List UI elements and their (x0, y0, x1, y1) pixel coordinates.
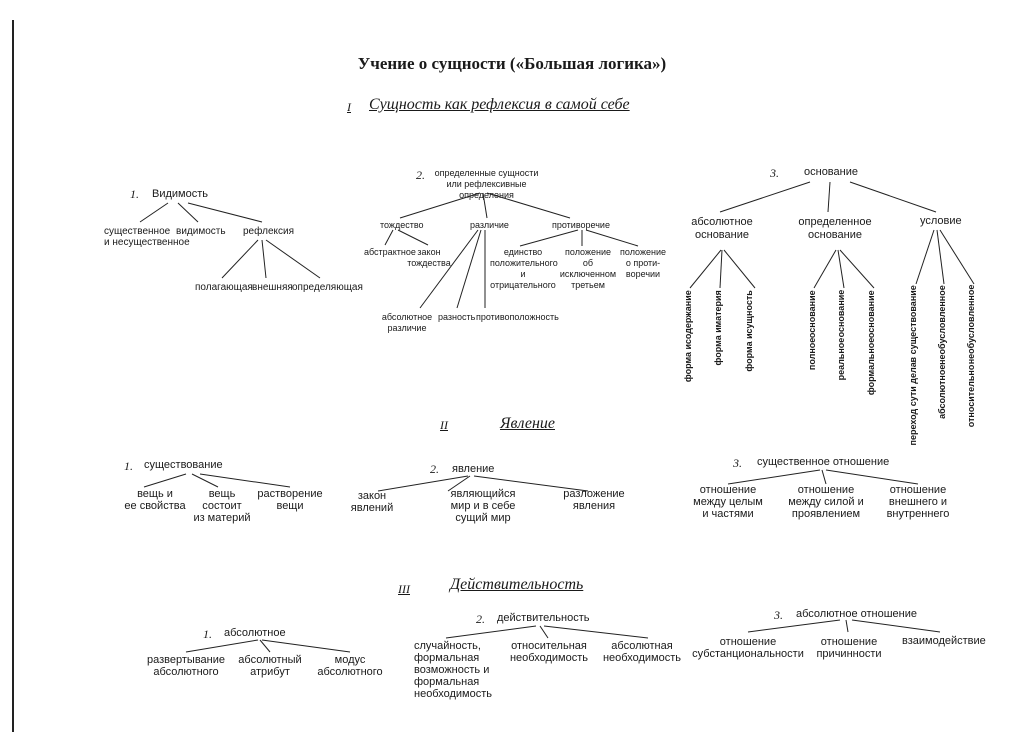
t1-grand-1: полагающая (195, 282, 253, 293)
t6-child-3: отношение внешнего и внутреннего (886, 484, 950, 520)
t4-child-3: растворение вещи (257, 488, 323, 512)
t8-child-2: относительная необходимость (509, 640, 588, 664)
t9-child-1: отношение субстанциональности (692, 636, 804, 660)
page-title: Учение о сущности («Большая логика») (357, 54, 667, 73)
t9-number: 3. (774, 608, 783, 622)
t4-child-2: вещь состоит из материй (193, 488, 251, 524)
t4-child-1: вещь и ее свойства (124, 488, 186, 512)
t4-number: 1. (124, 459, 133, 473)
t3-number: 3. (770, 166, 779, 180)
t2-tozh-2: закон тождества (407, 247, 451, 268)
t9-child-2: отношение причинности (816, 636, 882, 660)
t2-child-2: различие (470, 220, 509, 230)
t3-child-1: абсолютное основание (691, 216, 753, 241)
t7-child-2: абсолютный атрибут (238, 654, 302, 678)
t8-root: действительность (497, 612, 590, 624)
t5-number: 2. (430, 462, 439, 476)
t1-grand-2: внешняя (252, 282, 293, 293)
t5-child-2: являющийся мир и в себе сущий мир (450, 488, 516, 524)
t1-child-1: существенное и несущественное (104, 226, 190, 248)
t6-number: 3. (733, 456, 742, 470)
t1-child-3: рефлексия (243, 226, 295, 237)
t8-child-3: абсолютная необходимость (602, 640, 681, 664)
t9-child-3: взаимодействие (902, 635, 986, 647)
t5-child-3: разложение явления (563, 488, 625, 512)
section-1-title: Сущность как рефлексия в самой себе (369, 96, 630, 113)
t1-grand-3: определяющая (292, 282, 363, 293)
section-3-number: III (398, 582, 410, 596)
t2-razl-3: противоположность (476, 312, 559, 322)
t9-root: абсолютное отношение (796, 608, 918, 620)
t7-child-3: модус абсолютного (317, 654, 383, 678)
t6-child-2: отношение между силой и проявлением (788, 484, 864, 520)
t2-razl-1: абсолютное различие (381, 312, 433, 333)
t8-number: 2. (476, 612, 485, 626)
t2-child-1: тождество (380, 220, 424, 230)
t2-protiv-1: единство положительного и отрицательного (490, 247, 558, 290)
t2-number: 2. (416, 168, 425, 182)
t2-root: определенные сущности или рефлексивные о… (434, 168, 539, 200)
t7-child-1: развертывание абсолютного (147, 654, 225, 678)
t1-root: Видимость (152, 188, 208, 200)
section-2-title: Явление (500, 415, 555, 432)
t6-child-1: отношение между целым и частями (693, 484, 763, 520)
t2-protiv-3: положение о проти- воречии (620, 247, 666, 279)
t7-number: 1. (203, 627, 212, 641)
t1-child-2: видимость (176, 226, 226, 237)
t5-child-1: закон явлений (350, 490, 394, 514)
t5-root: явление (452, 463, 495, 475)
t3-child-2: определенное основание (798, 216, 872, 241)
t3-root: основание (804, 166, 858, 178)
t7-root: абсолютное (224, 627, 286, 639)
t1-number: 1. (130, 187, 139, 201)
t8-child-1: случайность, формальная возможность и фо… (414, 640, 493, 700)
section-1-number: I (347, 100, 351, 114)
t2-protiv-2: положение об исключенном третьем (559, 247, 617, 290)
section-2-number: II (440, 418, 448, 432)
t2-tozh-1: абстрактное (364, 247, 416, 257)
section-3-title: Действительность (450, 576, 584, 593)
t3-child-3: условие (920, 215, 962, 227)
t2-child-3: противоречие (552, 220, 610, 230)
t4-root: существование (144, 459, 223, 471)
t2-razl-2: разность (438, 312, 476, 322)
scan-edge-line (12, 20, 14, 732)
t6-root: существенное отношение (757, 456, 890, 468)
